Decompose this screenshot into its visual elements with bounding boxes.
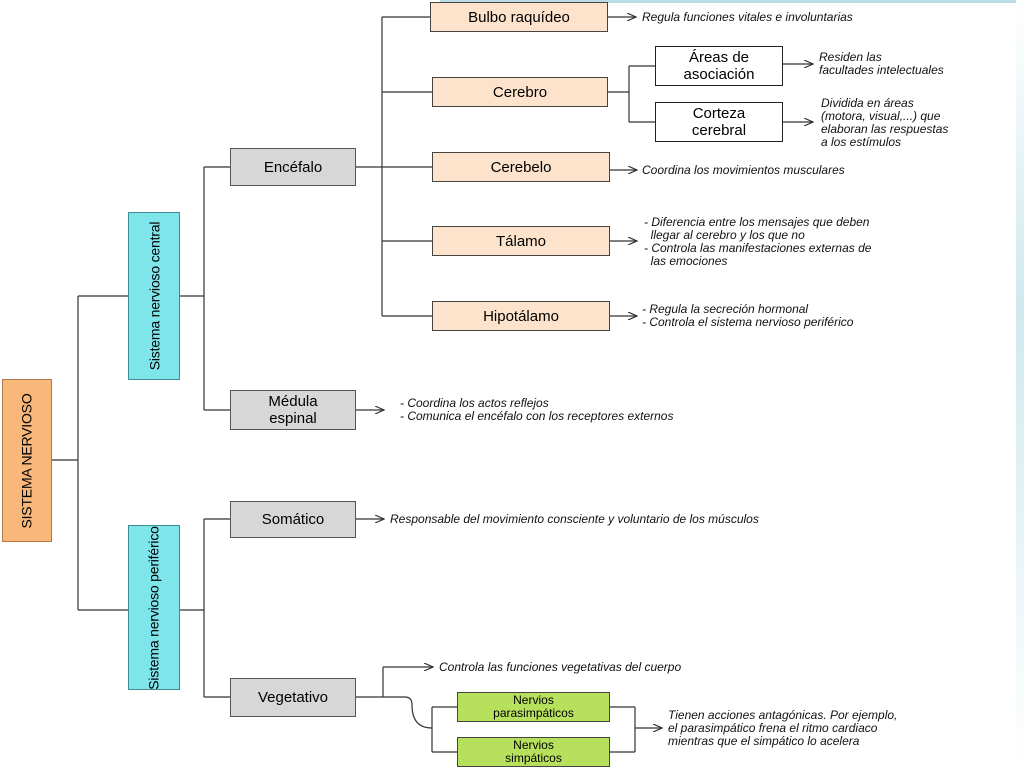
- snp-node: Sistema nervioso periférico: [128, 525, 180, 690]
- cerebelo-note: Coordina los movimientos musculares: [642, 163, 845, 177]
- corteza-node: Corteza cerebral: [655, 102, 783, 142]
- vegetativo-node: Vegetativo: [230, 678, 356, 717]
- snc-label: Sistema nervioso central: [146, 221, 162, 371]
- root-node: SISTEMA NERVIOSO: [2, 379, 52, 542]
- hipotalamo-note: - Regula la secreción hormonal - Control…: [642, 302, 854, 329]
- bulbo-note: Regula funciones vitales e involuntarias: [642, 10, 853, 24]
- snc-node: Sistema nervioso central: [128, 212, 180, 380]
- bulbo-node: Bulbo raquídeo: [430, 2, 608, 32]
- vegetativo-note: Controla las funciones vegetativas del c…: [439, 660, 682, 674]
- talamo-note: - Diferencia entre los mensajes que debe…: [644, 215, 872, 268]
- medula-note: - Coordina los actos reflejos - Comunica…: [400, 396, 674, 423]
- cerebelo-node: Cerebelo: [432, 152, 610, 182]
- top-decoration: [440, 0, 1024, 3]
- cerebro-node: Cerebro: [432, 77, 608, 107]
- medula-node: Médula espinal: [230, 390, 356, 430]
- parasimpaticos-node: Nervios parasimpáticos: [457, 692, 610, 722]
- somatico-node: Somático: [230, 501, 356, 538]
- encefalo-node: Encéfalo: [230, 148, 356, 186]
- areas-note: Residen las facultades intelectuales: [819, 50, 944, 77]
- corteza-note: Dividida en áreas (motora, visual,...) q…: [821, 96, 949, 149]
- somatico-note: Responsable del movimiento consciente y …: [390, 512, 759, 526]
- talamo-node: Tálamo: [432, 226, 610, 256]
- snp-label: Sistema nervioso periférico: [146, 525, 163, 690]
- root-label: SISTEMA NERVIOSO: [19, 392, 35, 529]
- simpaticos-node: Nervios simpáticos: [457, 737, 610, 767]
- edge-decoration: [1016, 0, 1024, 768]
- areas-node: Áreas de asociación: [655, 46, 783, 86]
- nervios-note: Tienen acciones antagónicas. Por ejemplo…: [668, 708, 898, 748]
- hipotalamo-node: Hipotálamo: [432, 301, 610, 331]
